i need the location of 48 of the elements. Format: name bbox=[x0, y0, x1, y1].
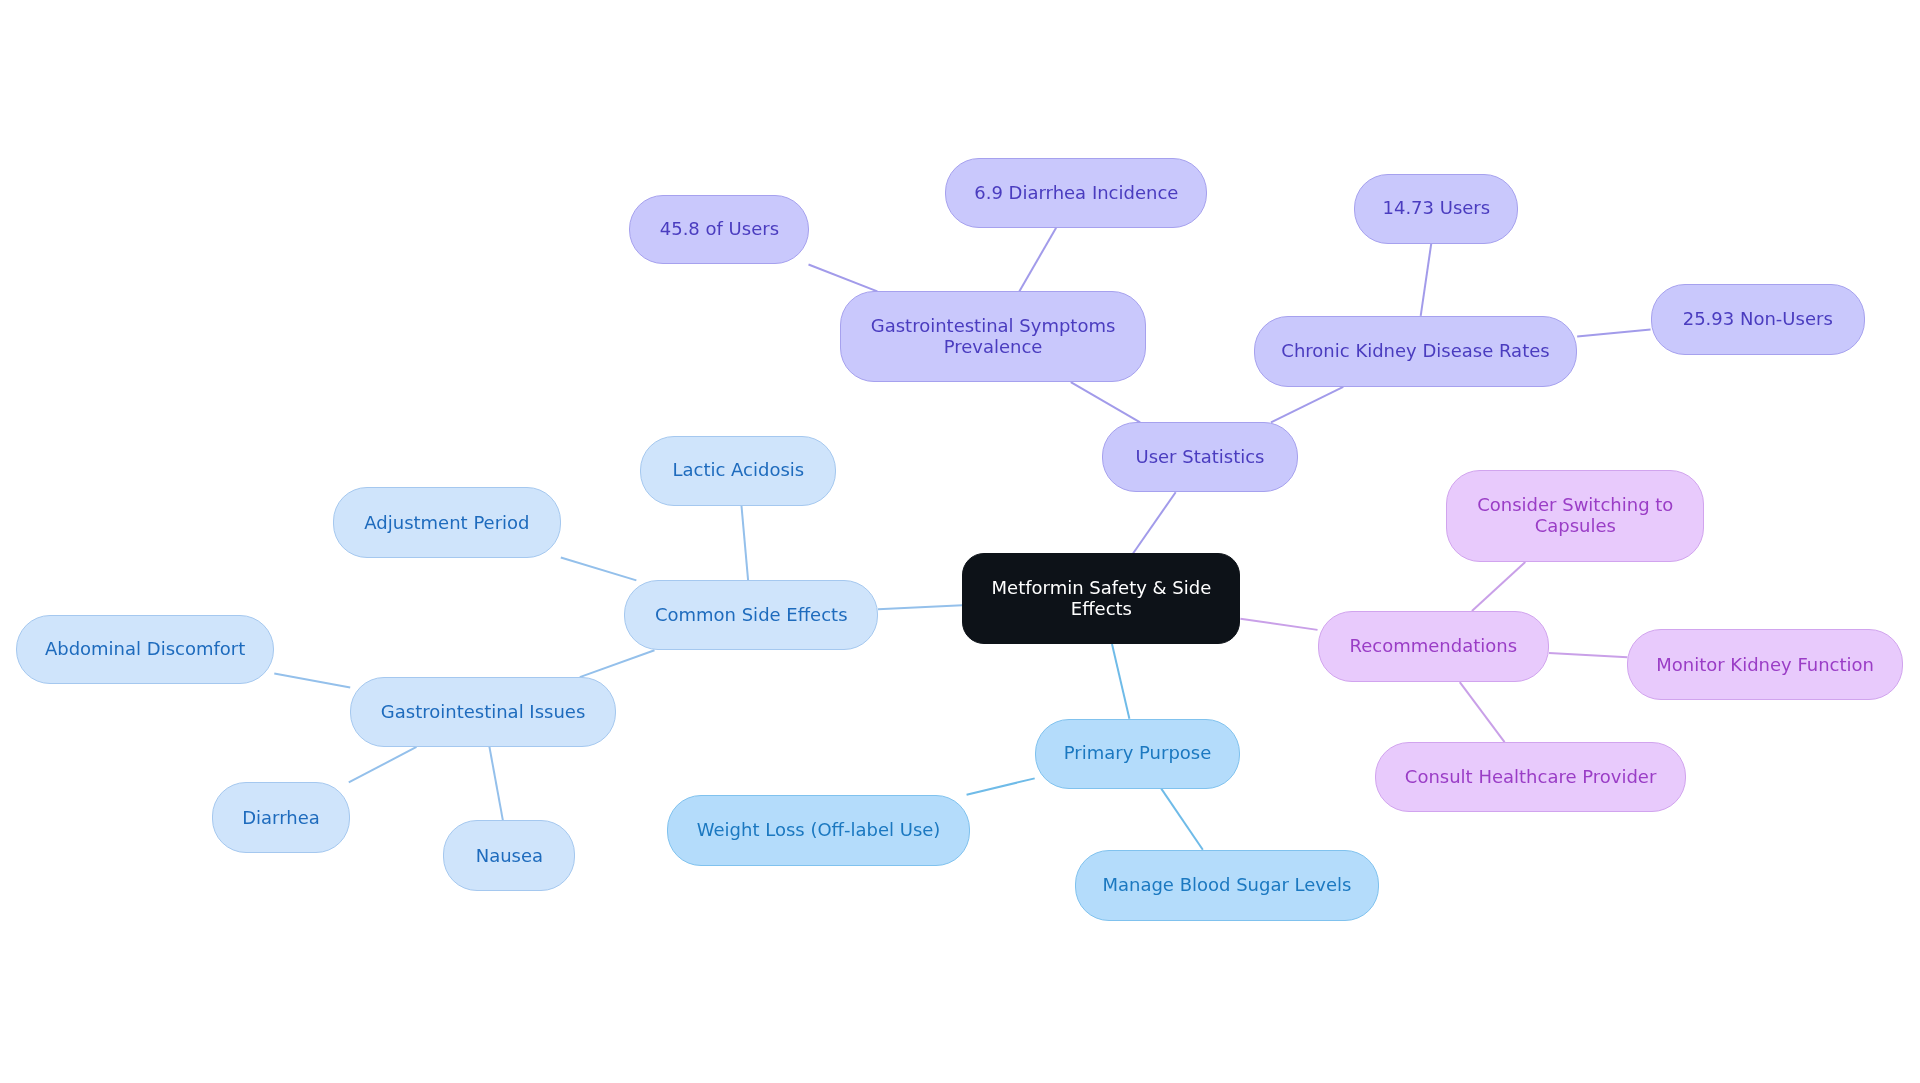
connector-line bbox=[273, 672, 352, 689]
node-label: 14.73 Users bbox=[1382, 198, 1491, 220]
node-label: 6.9 Diarrhea Incidence bbox=[974, 182, 1179, 204]
node-label: Monitor Kidney Function bbox=[1656, 654, 1874, 676]
topic-node bbox=[350, 677, 616, 747]
node-label: Lactic Acidosis bbox=[672, 460, 805, 482]
node-label: 25.93 Non-Users bbox=[1682, 309, 1833, 330]
node-label: Metformin Safety & Side Effects bbox=[990, 578, 1213, 620]
connector-line bbox=[1458, 681, 1506, 744]
node-label: Common Side Effects bbox=[654, 604, 848, 626]
node-label: Adjustment Period bbox=[364, 512, 530, 534]
topic-node bbox=[840, 291, 1147, 383]
connector-line bbox=[1270, 385, 1345, 424]
connector-line bbox=[1548, 651, 1629, 659]
connector-line bbox=[876, 604, 964, 611]
node-label: Gastrointestinal Issues bbox=[380, 701, 586, 723]
node-label: Recommendations bbox=[1349, 636, 1518, 657]
connector-line bbox=[1419, 242, 1433, 317]
connector-line bbox=[1132, 491, 1177, 555]
connector-line bbox=[807, 263, 879, 293]
node-label: User Statistics bbox=[1135, 447, 1265, 468]
connector-line bbox=[1069, 381, 1142, 424]
connector-line bbox=[1239, 617, 1319, 631]
connector-line bbox=[1470, 561, 1527, 612]
node-label: Consult Healthcare Provider bbox=[1404, 766, 1657, 788]
node-label: Manage Blood Sugar Levels bbox=[1102, 874, 1352, 896]
node-label: Weight Loss (Off-label Use) bbox=[696, 819, 941, 841]
node-label: Nausea bbox=[475, 845, 544, 867]
topic-node bbox=[1446, 470, 1705, 563]
central-topic-node bbox=[962, 553, 1241, 645]
node-label: Gastrointestinal Symptoms Prevalence bbox=[869, 316, 1117, 358]
connector-line bbox=[1111, 643, 1131, 720]
node-label: Consider Switching to Capsules bbox=[1476, 495, 1675, 537]
connector-line bbox=[965, 777, 1036, 796]
connector-line bbox=[1018, 226, 1058, 293]
connector-line bbox=[578, 649, 656, 679]
node-label: 45.8 of Users bbox=[659, 219, 779, 240]
connector-line bbox=[488, 745, 504, 822]
node-label: Chronic Kidney Disease Rates bbox=[1281, 341, 1550, 362]
node-label: Primary Purpose bbox=[1063, 743, 1212, 764]
connector-line bbox=[740, 504, 750, 582]
connector-line bbox=[347, 745, 418, 784]
connector-line bbox=[559, 556, 638, 582]
topic-node bbox=[333, 487, 561, 559]
node-label: Abdominal Discomfort bbox=[44, 639, 246, 660]
connector-line bbox=[1576, 328, 1652, 338]
node-label: Diarrhea bbox=[242, 807, 320, 829]
connector-line bbox=[1160, 787, 1204, 851]
